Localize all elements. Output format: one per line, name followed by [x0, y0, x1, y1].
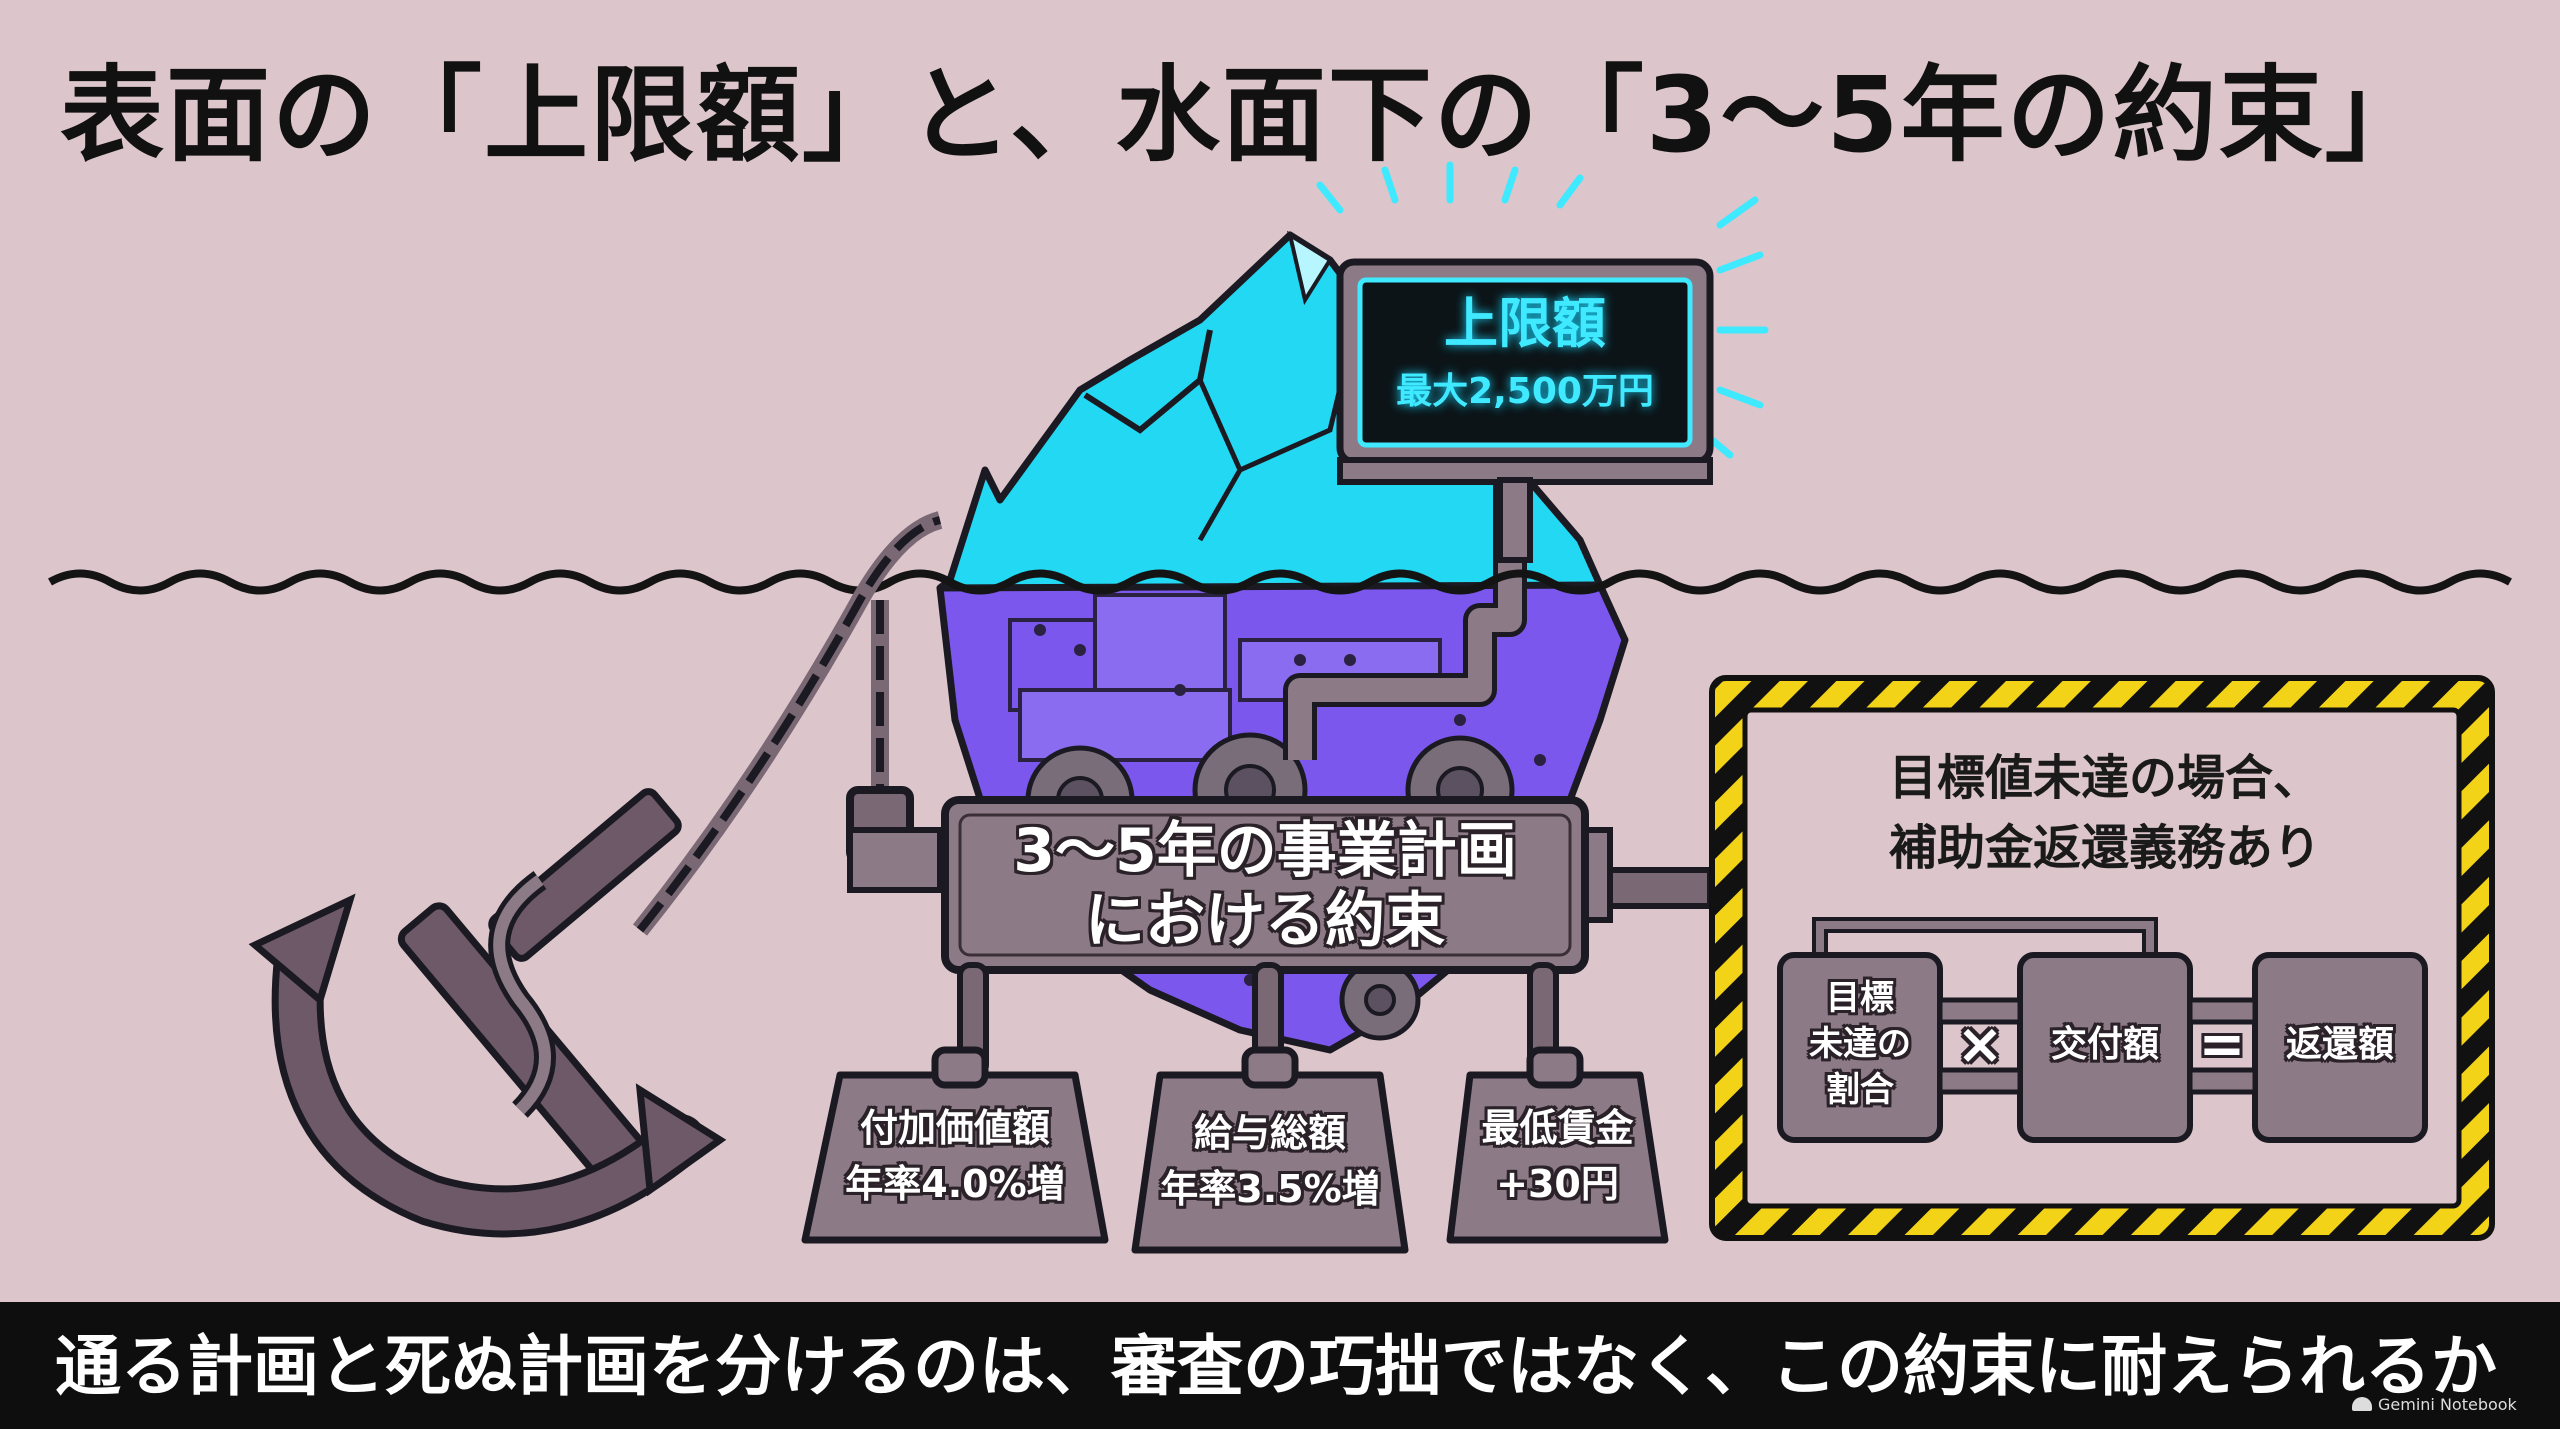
- sign-amount: 最大2,500万円: [1396, 371, 1654, 412]
- warning-heading-1: 目標値未達の場合、: [1888, 750, 2321, 806]
- anchor: [248, 788, 727, 1238]
- promise-line-2: における約束: [1085, 886, 1445, 956]
- formula-result: 返還額: [2285, 1024, 2394, 1065]
- formula-term1-line3: 割合: [1826, 1070, 1894, 1110]
- footer-bar: [0, 1302, 2560, 1429]
- promise-line-1: 3〜5年の事業計画: [1013, 816, 1517, 886]
- page-title: 表面の「上限額」と、水面下の「3〜5年の約束」: [60, 54, 2431, 176]
- footer-caption: 通る計画と死ぬ計画を分けるのは、審査の巧拙ではなく、この約束に耐えられるか: [55, 1328, 2497, 1405]
- weights: [801, 1046, 1669, 1254]
- formula-term1-line1: 目標: [1826, 978, 1894, 1018]
- weight-3-line1: 最低賃金: [1481, 1106, 1634, 1150]
- warning-heading-2: 補助金返還義務あり: [1888, 820, 2321, 876]
- sign-title: 上限額: [1444, 292, 1606, 355]
- weight-2-line2: 年率3.5%増: [1160, 1167, 1380, 1211]
- formula-equals: =: [2198, 1012, 2246, 1077]
- notebook-logo-icon: [2352, 1397, 2372, 1411]
- watermark: Gemini Notebook: [2352, 1388, 2552, 1420]
- water-line: [48, 569, 2512, 595]
- weight-1-line2: 年率4.0%増: [845, 1162, 1065, 1206]
- formula-term2: 交付額: [2050, 1024, 2159, 1065]
- chain: [632, 511, 943, 936]
- warning-panel: [1709, 675, 2495, 1241]
- formula-term1-line2: 未達の: [1809, 1024, 1911, 1064]
- formula-times: ×: [1956, 1012, 2004, 1077]
- weight-3-line2: +30円: [1496, 1162, 1619, 1206]
- watermark-label: Gemini Notebook: [2378, 1394, 2517, 1414]
- weight-1-line1: 付加価値額: [859, 1106, 1050, 1150]
- promise-box: [847, 796, 1613, 974]
- weight-2-line1: 給与総額: [1193, 1111, 1346, 1155]
- limit-sign: [1316, 161, 1769, 563]
